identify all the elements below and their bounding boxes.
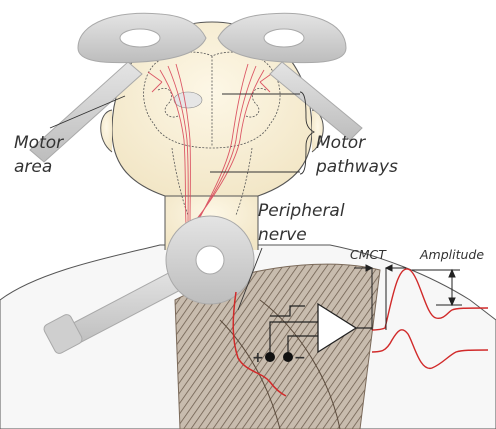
peripheral-nerve-label-line2: nerve xyxy=(258,225,307,245)
electrode-icon xyxy=(283,352,293,362)
pathway-brace xyxy=(299,91,316,175)
electrode-icon xyxy=(265,352,275,362)
peripheral-nerve-line xyxy=(232,291,287,397)
electrode-plus-sign: + xyxy=(252,350,264,366)
amplitude-label: Amplitude xyxy=(419,247,484,262)
measurement-markers xyxy=(354,264,462,330)
motor-area-label-line1: Motor xyxy=(14,133,64,153)
lower-signal-trace xyxy=(371,329,489,369)
cmct-arrowhead-left xyxy=(365,264,374,272)
wire-plus xyxy=(269,321,318,355)
amplitude-arrowhead-top xyxy=(448,268,456,278)
cmct-label: CMCT xyxy=(350,247,387,262)
motor-pathways-label-line2: pathways xyxy=(315,157,398,177)
motor-area-label-line2: area xyxy=(14,157,52,177)
wire-ground xyxy=(270,305,305,317)
amplitude-arrowhead-bottom xyxy=(448,297,456,307)
peripheral-nerve-label-line1: Peripheral xyxy=(258,201,345,221)
figure-eight-coil-icon xyxy=(29,12,363,163)
upper-signal-trace xyxy=(371,268,489,331)
emg-traces xyxy=(371,268,489,369)
motor-pathways-label-line1: Motor xyxy=(316,133,366,153)
amplifier-circuit xyxy=(269,305,372,355)
wire-minus xyxy=(287,335,318,355)
leader-lines xyxy=(49,91,316,311)
arm-muscle xyxy=(174,263,381,429)
motor-pathway-fibers xyxy=(147,63,275,240)
motor-area-leader xyxy=(49,95,126,129)
amplifier-triangle-icon xyxy=(317,302,358,354)
round-coil-icon xyxy=(43,215,255,354)
peripheral-nerve-leader xyxy=(237,247,263,311)
brain-outline xyxy=(143,51,281,216)
cmct-arrowhead-right xyxy=(384,264,393,272)
electrode-minus-sign: − xyxy=(294,350,306,366)
